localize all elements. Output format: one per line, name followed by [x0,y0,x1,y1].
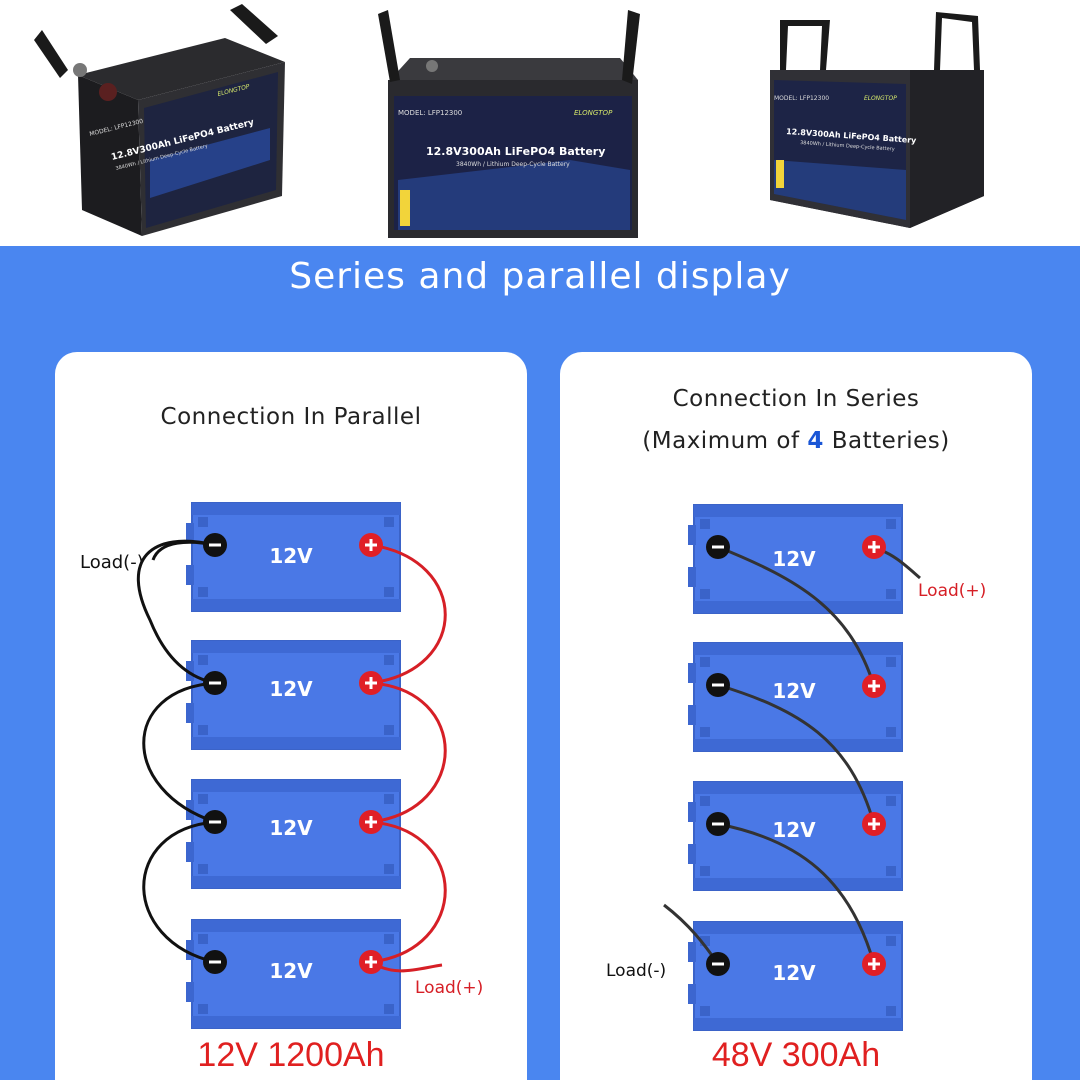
series-terminals [706,535,886,976]
series-title-prefix: (Maximum of [642,428,808,454]
parallel-battery-label: 12V [269,677,313,701]
photo3-model: MODEL: LFP12300 [774,95,829,102]
photo2-title: 12.8V300Ah LiFePO4 Battery [426,145,605,158]
parallel-battery-label: 12V [269,816,313,840]
series-battery-label: 12V [772,818,816,842]
series-link-wire-2 [717,683,876,825]
battery-photo-1: MODEL: LFP12300 12.8V300Ah LiFePO4 Batte… [34,4,285,236]
photo2-subtitle: 3840Wh / Lithium Deep-Cycle Battery [456,161,570,168]
parallel-neg-wire-3 [142,820,216,964]
parallel-load-pos-label: Load(+) [415,978,483,998]
series-title-line2: (Maximum of 4 Batteries) [560,428,1032,454]
series-battery-label: 12V [772,547,816,571]
battery-photo-2: MODEL: LFP12300 12.8V300Ah LiFePO4 Batte… [378,10,640,238]
series-title-line1: Connection In Series [672,386,920,412]
photo3-brand: ELONGTOP [864,95,897,102]
series-link-wire-3 [717,822,876,965]
series-load-neg-label: Load(-) [606,961,666,981]
series-load-pos-label: Load(+) [918,581,986,601]
series-battery-label: 12V [772,961,816,985]
parallel-battery-label: 12V [269,959,313,983]
headline: Series and parallel display [289,256,791,297]
series-title-suffix: Batteries) [823,428,950,454]
parallel-battery-label: 12V [269,544,313,568]
parallel-title: Connection In Parallel [160,404,422,430]
parallel-neg-wire-2 [142,681,216,824]
series-battery-label: 12V [772,679,816,703]
battery-photo-3: MODEL: LFP12300 12.8V300Ah LiFePO4 Batte… [770,12,984,228]
photo2-model: MODEL: LFP12300 [398,109,462,117]
series-max-count: 4 [807,428,824,454]
parallel-load-neg-label: Load(-) [80,552,144,573]
photo2-brand: ELONGTOP [574,109,613,117]
parallel-pos-wire-2 [370,681,447,824]
parallel-result: 12V 1200Ah [197,1036,385,1074]
series-result: 48V 300Ah [711,1036,881,1074]
parallel-neg-wire-1 [136,539,216,685]
series-link-wire-1 [717,545,876,687]
parallel-pos-wire-3 [370,820,447,964]
parallel-pos-wire-1 [370,543,447,685]
parallel-terminals [203,533,383,974]
